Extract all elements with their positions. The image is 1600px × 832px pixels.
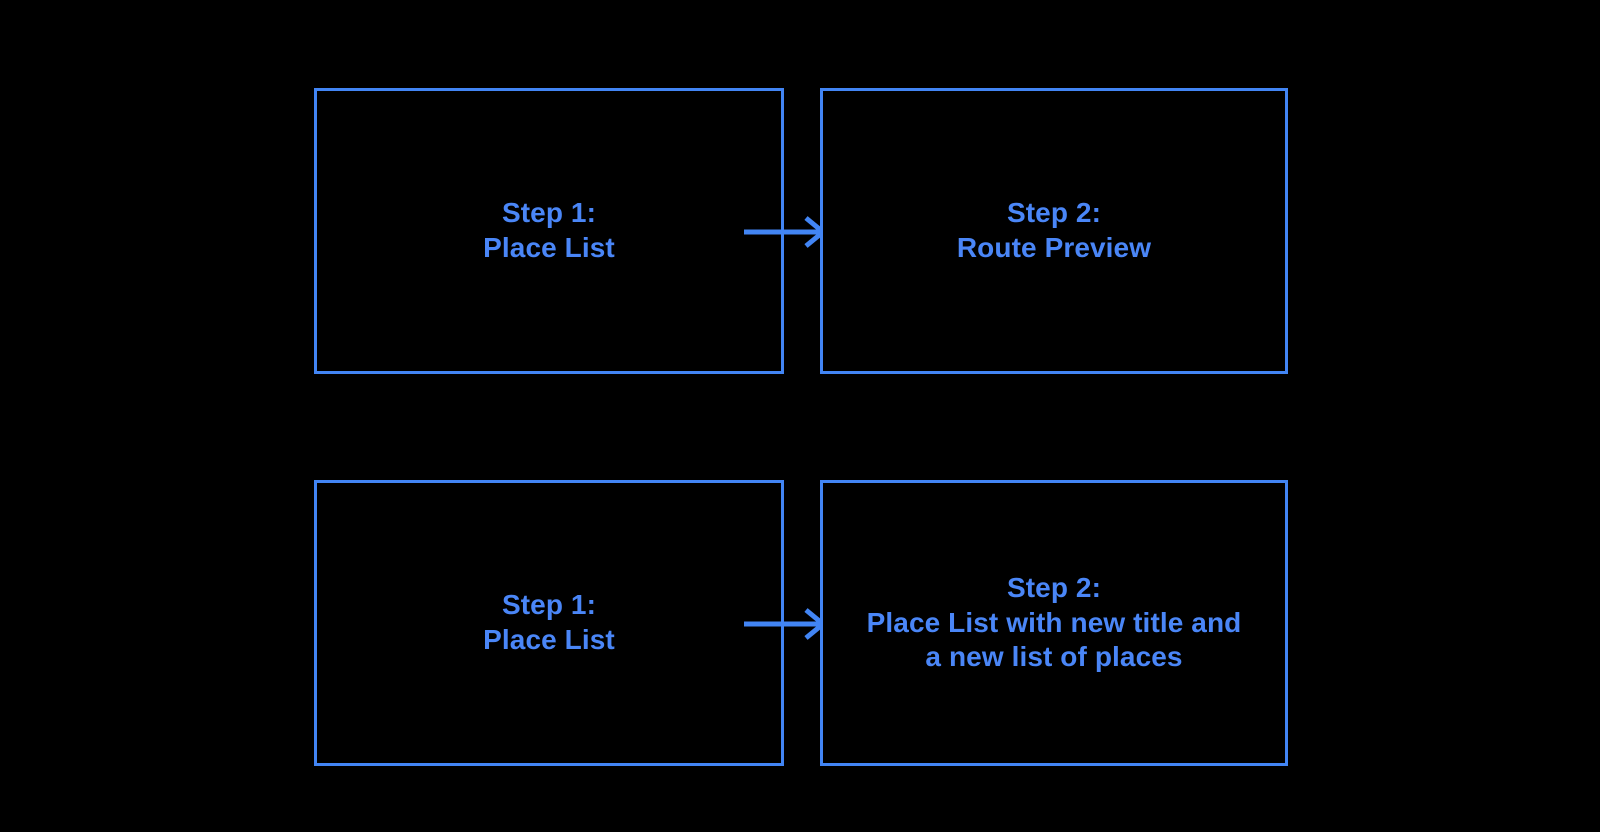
step-box-label: Step 1: Place List (483, 589, 615, 655)
step-box-2-1[interactable]: Step 1: Place List (314, 480, 784, 766)
step-box-label: Step 1: Place List (483, 197, 615, 263)
step-box-1-2[interactable]: Step 2: Route Preview (820, 88, 1288, 374)
step-box-label: Step 2: Route Preview (956, 197, 1152, 263)
flow-row-place-list-update: Step 1: Place List Step 2: Place List wi… (0, 480, 1600, 770)
step-box-label: Step 2: Place List with new title and a … (866, 571, 1242, 673)
step-box-2-2[interactable]: Step 2: Place List with new title and a … (820, 480, 1288, 766)
flow-row-route-preview: Step 1: Place List Step 2: Route Preview (0, 88, 1600, 378)
step-box-1-1[interactable]: Step 1: Place List (314, 88, 784, 374)
